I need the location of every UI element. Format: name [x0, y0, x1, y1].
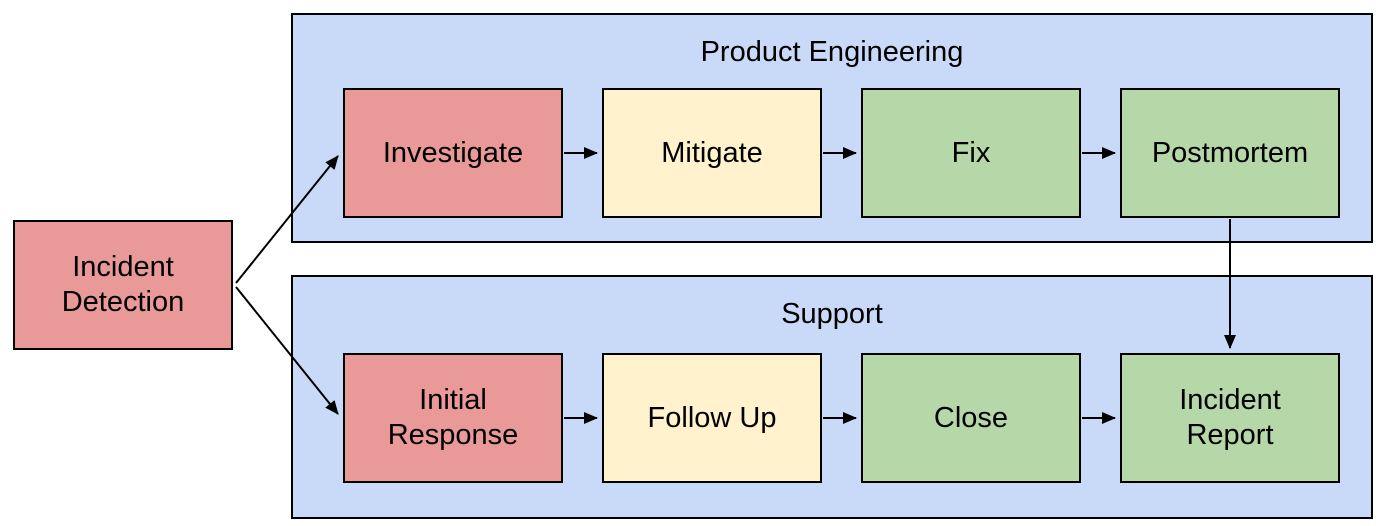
lane-title-support: Support [781, 298, 883, 330]
lane-title-product-engineering: Product Engineering [700, 36, 964, 68]
node-follow-up: Follow Up [602, 353, 822, 483]
node-investigate: Investigate [343, 88, 563, 218]
node-initial-response: Initial Response [343, 353, 563, 483]
node-mitigate: Mitigate [602, 88, 822, 218]
node-fix: Fix [861, 88, 1081, 218]
node-incident-detection: Incident Detection [13, 220, 233, 350]
node-postmortem: Postmortem [1120, 88, 1340, 218]
node-close: Close [861, 353, 1081, 483]
node-incident-report: Incident Report [1120, 353, 1340, 483]
